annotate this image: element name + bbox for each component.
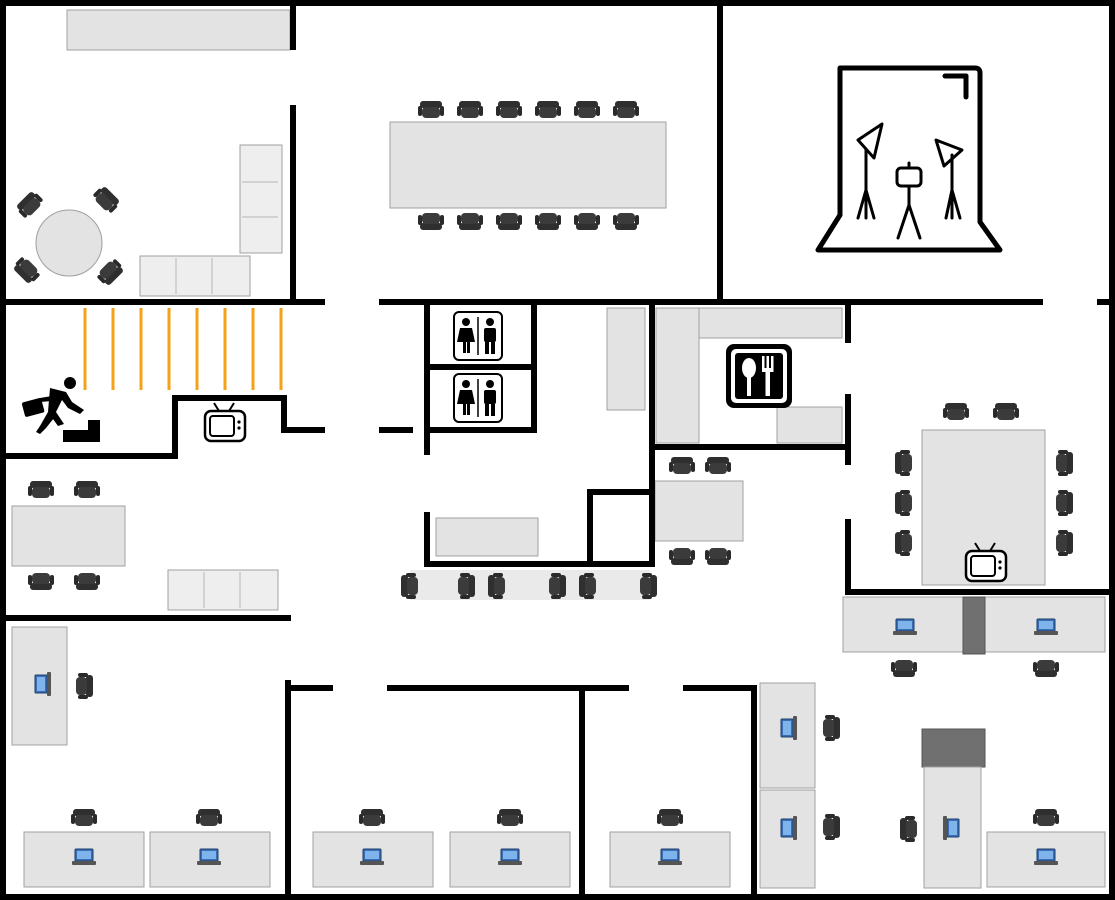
lounge-shelf	[66, 9, 291, 51]
restroom-icon	[453, 373, 503, 423]
tv-icon	[203, 401, 247, 443]
cabinet-1	[962, 596, 986, 655]
kitchen-counter-right	[776, 406, 843, 444]
cabinet-2	[921, 728, 986, 768]
sofa-horizontal	[139, 255, 251, 297]
furniture-layer	[11, 9, 1106, 889]
stairs	[83, 308, 283, 390]
desk-v2	[759, 789, 816, 889]
meeting-table-left	[11, 505, 126, 567]
chairs	[11, 101, 1073, 842]
kitchen-counter-top	[698, 307, 843, 339]
sofa-left-area	[167, 569, 279, 611]
fork-spoon-icon	[726, 344, 792, 408]
photo-studio-icon	[815, 65, 1003, 253]
counter-middle	[435, 517, 539, 557]
small-table	[654, 480, 744, 542]
sofa-vertical	[239, 144, 283, 254]
round-table	[35, 209, 103, 277]
counter-vertical	[606, 307, 646, 411]
running-man-icon	[21, 377, 100, 442]
restroom-icon	[453, 311, 503, 361]
conference-table	[389, 121, 667, 209]
kitchen-counter-left	[655, 307, 700, 444]
bench-row	[410, 570, 650, 600]
sofa-details	[175, 181, 278, 608]
